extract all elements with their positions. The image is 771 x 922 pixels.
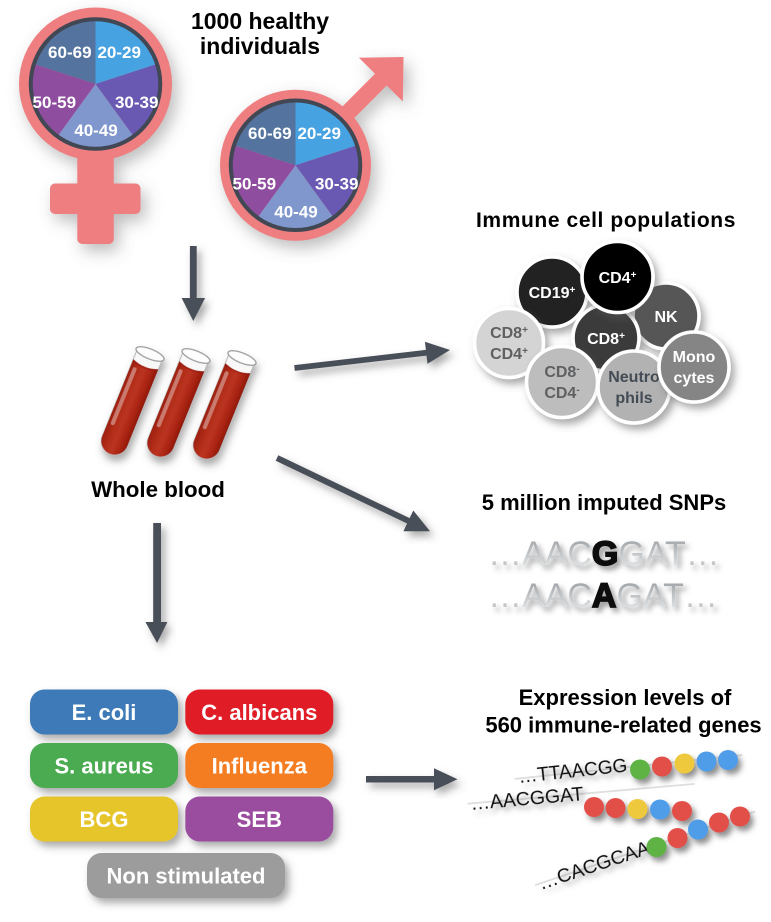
svg-text:Immune cell populations: Immune cell populations	[476, 209, 736, 232]
svg-text:20-29: 20-29	[97, 43, 140, 62]
svg-text:30-39: 30-39	[115, 93, 158, 112]
svg-text:CD8-: CD8-	[544, 364, 579, 381]
svg-text:40-49: 40-49	[74, 121, 117, 140]
svg-text:C. albicans: C. albicans	[201, 700, 317, 725]
svg-text:BCG: BCG	[80, 807, 129, 832]
svg-text:individuals: individuals	[200, 33, 320, 59]
svg-text:50-59: 50-59	[233, 175, 276, 194]
svg-text:60-69: 60-69	[48, 43, 91, 62]
svg-text:…AACAGAT…: …AACAGAT…	[488, 577, 718, 615]
svg-text:560 immune-related genes: 560 immune-related genes	[485, 713, 761, 738]
svg-text:Mono: Mono	[673, 349, 716, 366]
svg-text:…AACGGAT…: …AACGGAT…	[488, 535, 720, 573]
svg-text:60-69: 60-69	[248, 124, 291, 143]
svg-text:Neutro: Neutro	[608, 369, 660, 386]
svg-text:CD19+: CD19+	[529, 285, 576, 302]
svg-text:Expression levels of: Expression levels of	[519, 685, 732, 710]
svg-text:Whole blood: Whole blood	[91, 477, 225, 502]
svg-text:E. coli: E. coli	[72, 700, 137, 725]
svg-text:CD8+: CD8+	[490, 325, 528, 342]
svg-text:CD4+: CD4+	[599, 270, 637, 287]
svg-text:30-39: 30-39	[315, 175, 358, 194]
svg-text:Influenza: Influenza	[212, 753, 308, 778]
svg-text:phils: phils	[615, 390, 652, 407]
svg-text:S. aureus: S. aureus	[54, 753, 153, 778]
svg-text:cytes: cytes	[674, 370, 715, 387]
svg-text:40-49: 40-49	[274, 202, 317, 221]
svg-text:CD4-: CD4-	[544, 385, 579, 402]
svg-text:CD4+: CD4+	[490, 346, 528, 363]
svg-text:Non stimulated: Non stimulated	[107, 863, 266, 888]
svg-text:50-59: 50-59	[33, 93, 76, 112]
svg-text:20-29: 20-29	[297, 124, 340, 143]
svg-text:NK: NK	[654, 309, 678, 326]
svg-text:CD8+: CD8+	[587, 331, 625, 348]
svg-text:SEB: SEB	[237, 807, 282, 832]
svg-text:1000 healthy: 1000 healthy	[191, 8, 329, 34]
svg-text:5 million imputed SNPs: 5 million imputed SNPs	[482, 490, 726, 515]
